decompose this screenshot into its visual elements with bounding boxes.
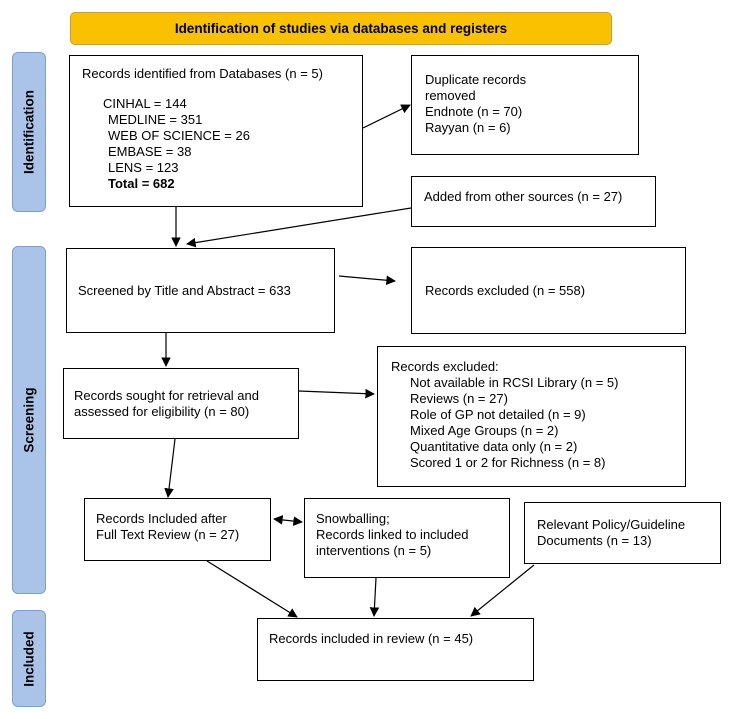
included-full-text-box: Records Included after Full Text Review … [84,498,271,561]
included-full-text-line: Full Text Review (n = 27) [96,527,240,542]
excluded-full-item: Not available in RCSI Library (n = 5) [410,375,619,390]
arrow-snowballing-to-final [369,577,380,617]
excluded-full-title: Records excluded: [391,359,499,374]
sought-box: Records sought for retrieval and assesse… [63,368,299,439]
final-included-box: Records included in review (n = 45) [257,618,534,681]
records-identified-title: Records identified from Databases (n = 5… [82,66,323,81]
records-identified-box: Records identified from Databases (n = 5… [69,55,363,207]
arrow-policy-to-final [470,564,535,617]
snowballing-line: interventions (n = 5) [316,543,432,558]
excluded-full-box: Records excluded: Not available in RCSI … [377,346,686,487]
excluded-screen-box: Records excluded (n = 558) [411,247,686,334]
phase-included: Included [12,610,46,707]
policy-docs-line: Documents (n = 13) [537,533,652,548]
policy-docs-line: Relevant Policy/Guideline [537,517,686,532]
snowballing-box: Snowballing; Records linked to included … [304,498,510,578]
excluded-screen-text: Records excluded (n = 558) [425,282,586,298]
arrow-sought-to-included-full [164,438,176,498]
snowballing-line: Records linked to included [316,527,469,542]
duplicates-line: Endnote (n = 70) [425,104,523,119]
excluded-full-item: Quantitative data only (n = 2) [410,439,578,454]
duplicates-box: Duplicate records removed Endnote (n = 7… [411,55,639,155]
arrow-screened-to-excluded [338,275,396,286]
duplicates-line: removed [425,88,476,103]
excluded-full-item: Role of GP not detailed (n = 9) [410,407,586,422]
arrow-sought-to-excluded [298,388,375,399]
phase-identification: Identification [12,52,46,212]
final-included-text: Records included in review (n = 45) [269,631,474,646]
database-item: LENS = 123 [108,160,179,175]
snowballing-line: Snowballing; [316,511,390,526]
excluded-full-item: Reviews (n = 27) [410,391,508,406]
duplicates-line: Duplicate records [425,72,527,87]
database-item: CINHAL = 144 [103,96,187,111]
database-item: MEDLINE = 351 [108,112,203,127]
phase-screening: Screening [12,246,46,594]
added-other-box: Added from other sources (n = 27) [411,176,656,227]
screened-box: Screened by Title and Abstract = 633 [66,248,335,333]
sought-line: Records sought for retrieval and [74,388,259,403]
added-other-text: Added from other sources (n = 27) [424,189,623,204]
excluded-full-item: Scored 1 or 2 for Richness (n = 8) [410,455,606,470]
arrow-added-to-screened [186,207,412,248]
arrow-included-full-to-final [206,560,298,618]
duplicates-line: Rayyan (n = 6) [425,120,511,135]
policy-docs-box: Relevant Policy/Guideline Documents (n =… [524,502,721,564]
excluded-full-item: Mixed Age Groups (n = 2) [410,423,559,438]
database-item: EMBASE = 38 [108,144,192,159]
arrow-identified-to-duplicates [362,104,411,129]
arrow-included-full-snowballing [273,515,303,526]
sought-line: assessed for eligibility (n = 80) [74,404,250,419]
included-full-text-line: Records Included after [96,511,227,526]
database-item: WEB OF SCIENCE = 26 [108,128,250,143]
screened-text: Screened by Title and Abstract = 633 [78,282,291,298]
banner-title: Identification of studies via databases … [70,12,612,45]
records-identified-total: Total = 682 [108,176,175,191]
